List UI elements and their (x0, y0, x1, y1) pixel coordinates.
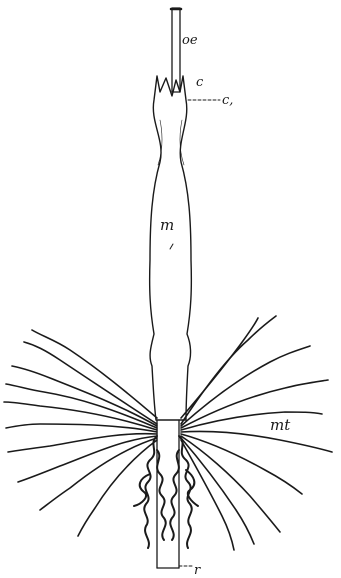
label-oesophagus: oe (182, 34, 198, 47)
label-malpighian-tubules: mt (270, 418, 290, 433)
label-midgut: m (160, 218, 174, 233)
label-c1: c, (222, 94, 233, 107)
malpighian-tubules-right (181, 316, 332, 550)
label-rectum: r (194, 564, 200, 577)
label-c: c (196, 76, 203, 89)
midgut-mark (170, 244, 173, 249)
